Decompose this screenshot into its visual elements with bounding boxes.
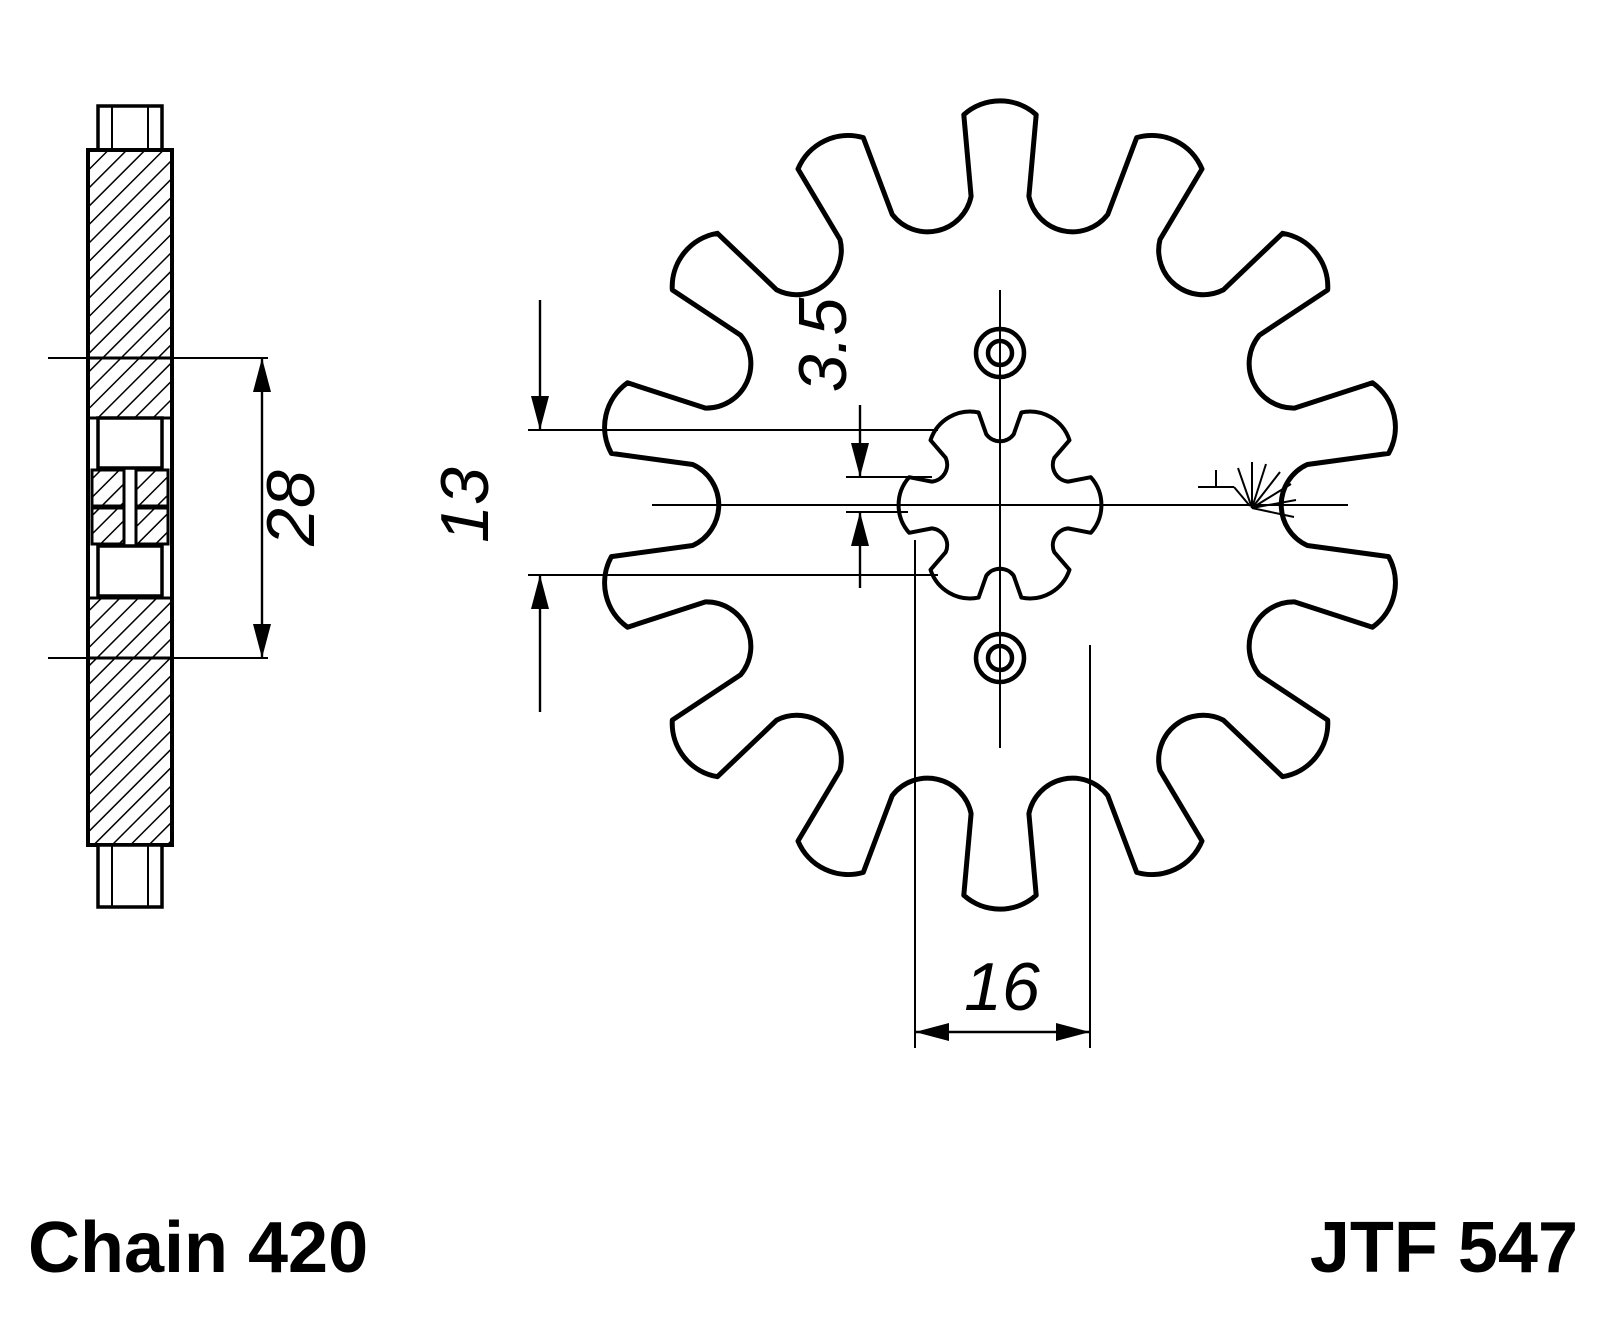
side-view-hatch-lower bbox=[86, 656, 174, 847]
arrowhead-up bbox=[531, 575, 549, 609]
surface-finish-icon bbox=[1198, 462, 1297, 518]
side-view-hatch-upper bbox=[86, 148, 174, 360]
side-view bbox=[86, 104, 174, 909]
arrowhead-down bbox=[253, 624, 271, 658]
dimension-28: 28 bbox=[48, 357, 329, 659]
side-view-hatch-mid-upper bbox=[86, 356, 174, 420]
side-view-spline-block bbox=[134, 506, 170, 546]
dimension-13-text: 13 bbox=[427, 467, 503, 543]
chain-size-label: Chain 420 bbox=[28, 1208, 368, 1288]
gear-front-view bbox=[602, 98, 1398, 912]
dimension-3-5: 3.5 bbox=[785, 298, 932, 588]
dimension-16-text: 16 bbox=[964, 949, 1040, 1025]
arrowhead-up bbox=[851, 512, 869, 546]
side-view-top-cap bbox=[96, 104, 164, 152]
dimension-3-5-text: 3.5 bbox=[785, 298, 861, 393]
side-view-spline-block bbox=[90, 506, 126, 546]
dimension-13: 13 bbox=[427, 300, 938, 712]
arrowhead-down bbox=[851, 443, 869, 477]
side-view-hatch-mid-lower bbox=[86, 596, 174, 660]
arrowhead-up bbox=[253, 358, 271, 392]
side-view-bottom-cap bbox=[96, 843, 164, 909]
side-view-bore-band-lower bbox=[96, 544, 164, 598]
part-number-label: JTF 547 bbox=[1310, 1208, 1578, 1288]
dimension-28-text: 28 bbox=[253, 470, 329, 547]
arrowhead-left bbox=[915, 1023, 949, 1041]
arrowhead-down bbox=[531, 396, 549, 430]
side-view-spline-block bbox=[134, 468, 170, 508]
side-view-bore-band-upper bbox=[96, 416, 164, 470]
arrowhead-right bbox=[1056, 1023, 1090, 1041]
side-view-spline-block bbox=[90, 468, 126, 508]
dimension-16: 16 bbox=[914, 540, 1091, 1048]
